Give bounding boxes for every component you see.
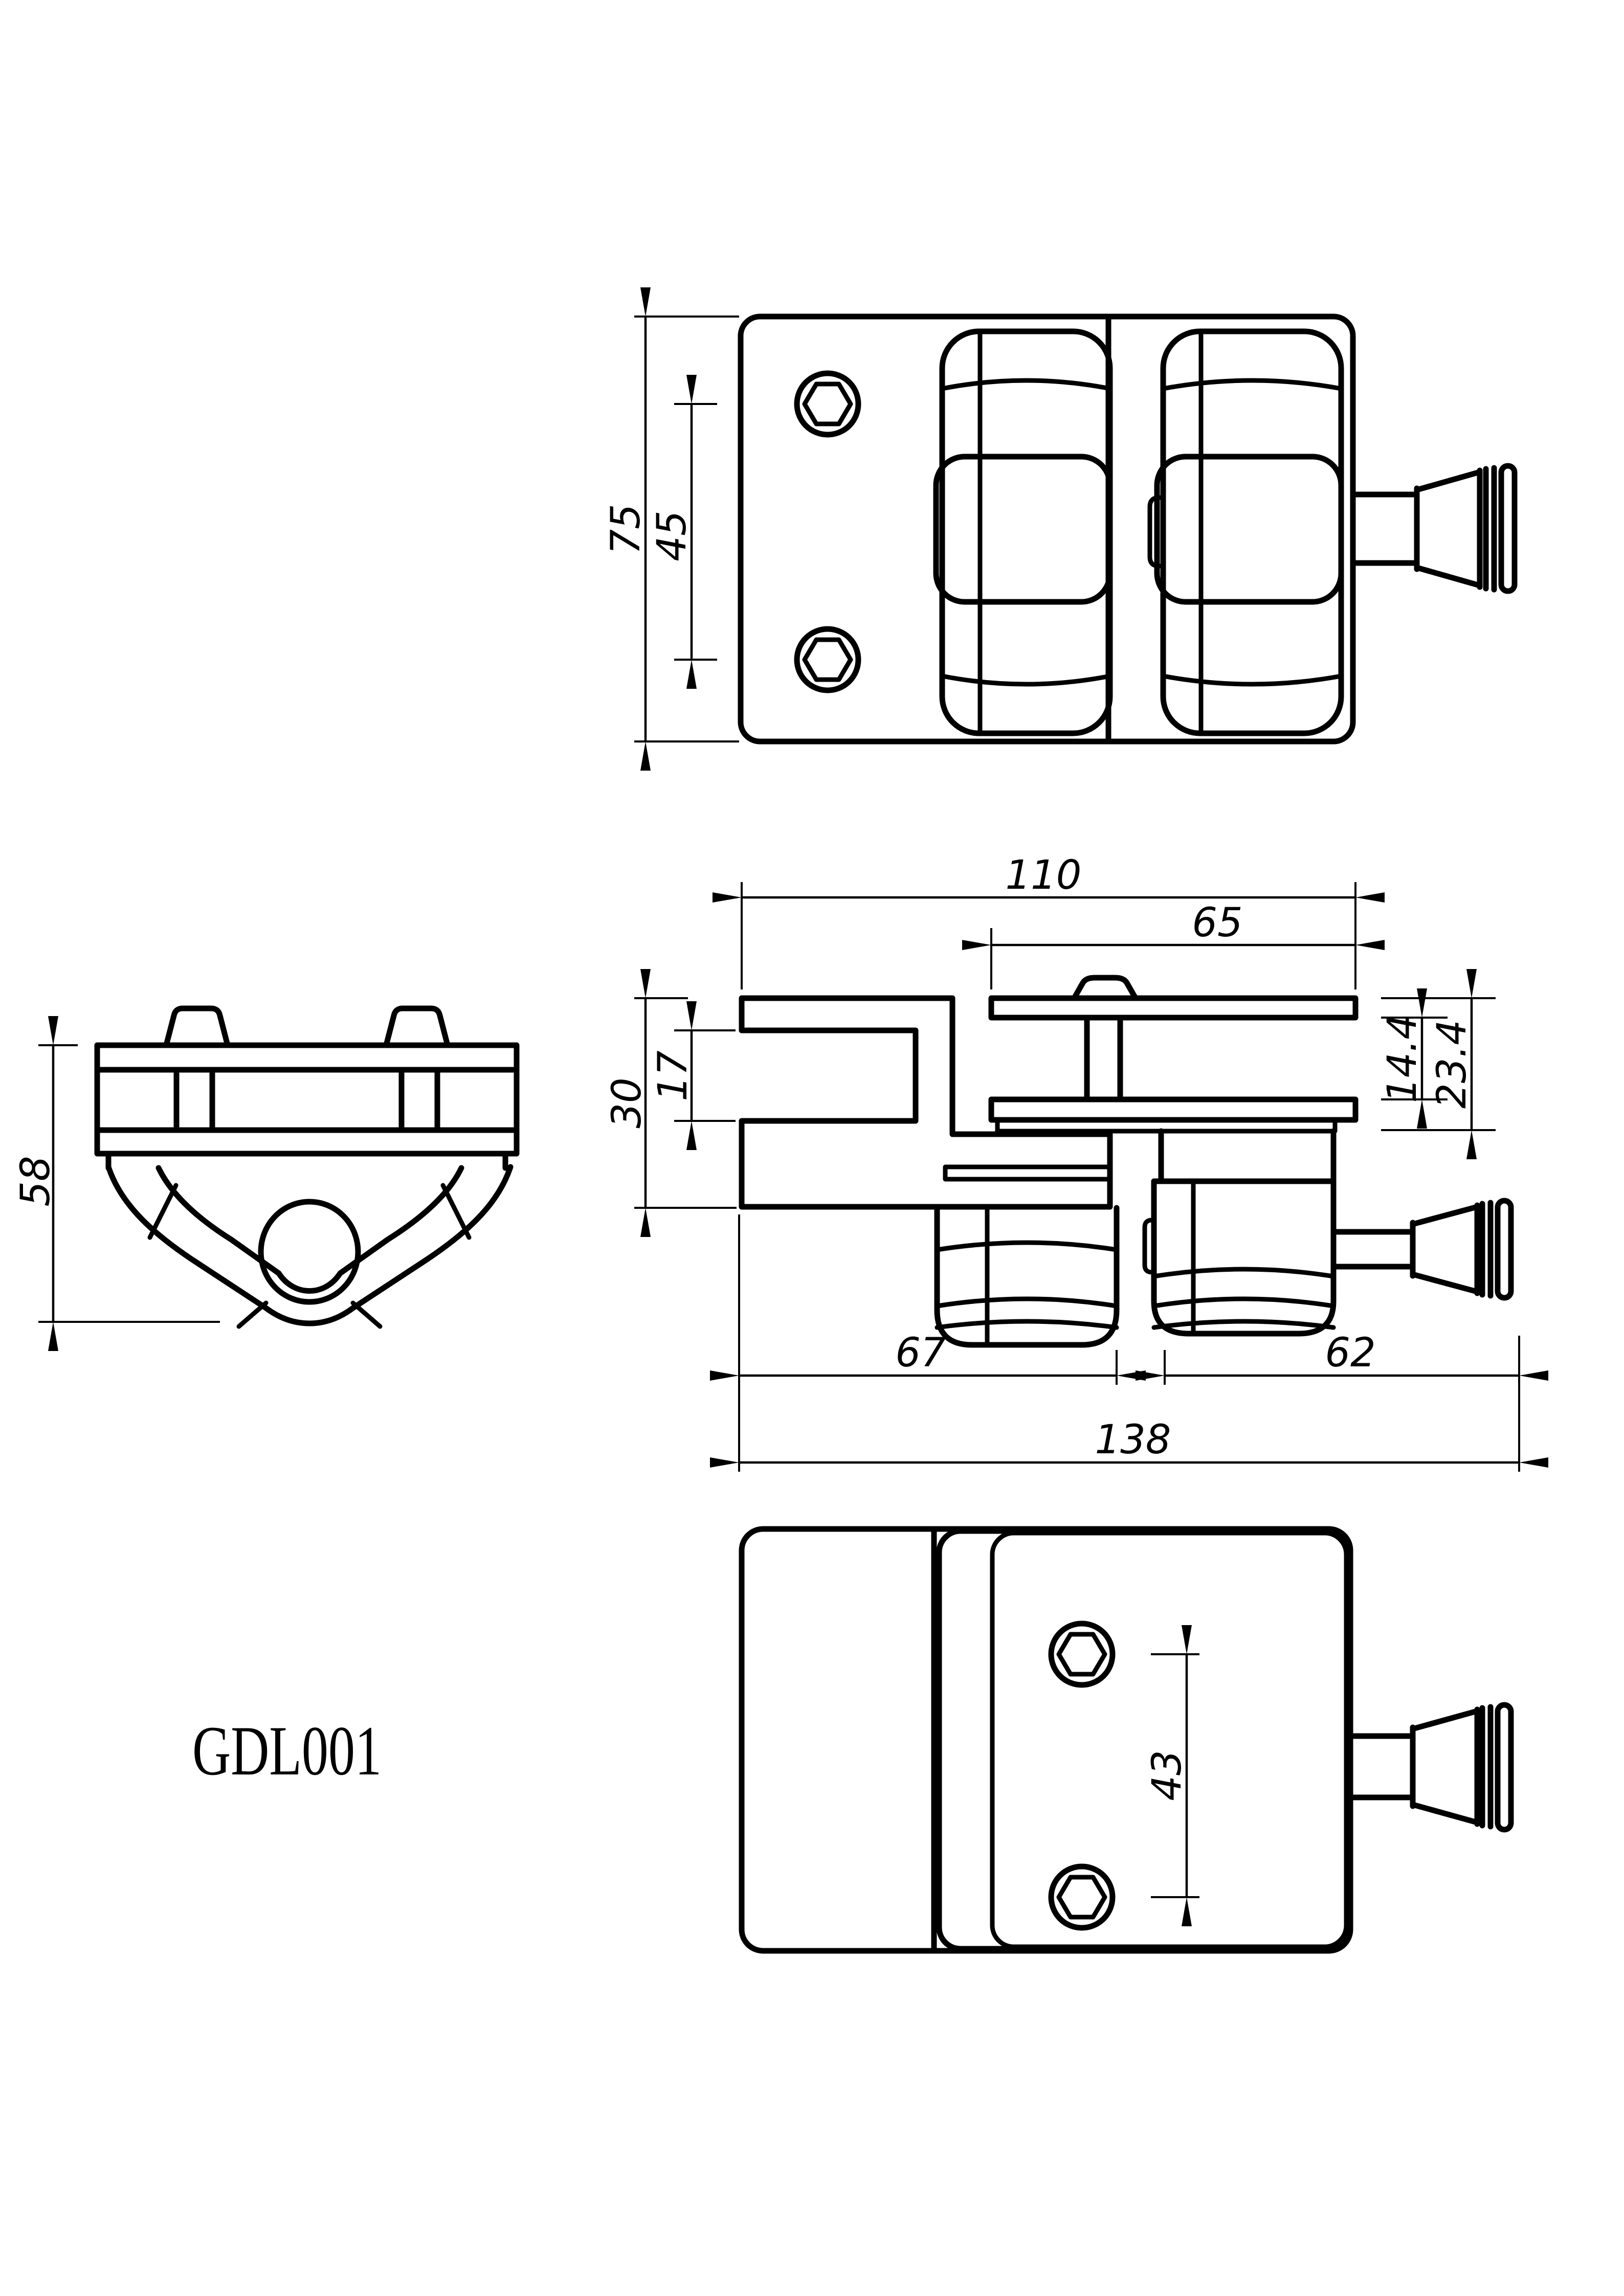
inner-plate-b: [990, 1530, 1349, 1949]
pad-outline: [1160, 328, 1344, 736]
pad-bulge: [933, 454, 1113, 605]
strap-outer-edge: [105, 1164, 514, 1326]
screw-ring: [794, 626, 861, 693]
dim-text: 58: [13, 1156, 59, 1206]
top-plate: [94, 1042, 520, 1073]
dim-text: 45: [649, 510, 695, 561]
pivot-pin: [1084, 1015, 1123, 1102]
knob-shaft-cone: [1330, 1200, 1494, 1299]
top-view: 75 45: [603, 287, 1518, 771]
v-strap: [105, 1164, 514, 1329]
dim-text: 14.4: [1380, 1014, 1426, 1103]
bottom-view: 43: [739, 1526, 1514, 1954]
lower-band: [94, 1127, 520, 1157]
top-view-knob: [1350, 463, 1518, 594]
dim-text: 17: [650, 1050, 696, 1101]
pivot-cap: [1071, 975, 1139, 1001]
dim-text: 138: [1095, 1417, 1171, 1463]
dim-text: 75: [603, 504, 649, 554]
dim-right-section-62: 62: [1136, 1330, 1548, 1381]
top-view-right-pad: [1147, 328, 1344, 736]
screw-hole-icon: [794, 626, 861, 693]
dim-text: 30: [604, 1077, 650, 1128]
screw-hole-icon: [794, 370, 861, 438]
glass-clamp-body: [739, 995, 1113, 1210]
latch-tongue: [943, 1164, 1113, 1182]
strap-bend-marks: [147, 1183, 472, 1329]
dim-text: 23.4: [1429, 1020, 1475, 1109]
knob-tip: [1495, 1702, 1514, 1833]
top-view-left-pad: [933, 328, 1113, 736]
front-view: 110 65 30 17 14.4 23.4: [604, 852, 1548, 1472]
dim-total-length-138: 138: [710, 1417, 1548, 1468]
hex-socket-icon: [1056, 1875, 1107, 1920]
dim-top-plate-65: 65: [962, 900, 1385, 989]
pad-bulge: [1154, 454, 1344, 605]
knob-shaft-cone: [1347, 1704, 1494, 1830]
dim-overall-height-75: 75: [603, 287, 739, 771]
pad-section-lines: [940, 378, 1113, 687]
latch-tab: [1147, 495, 1166, 569]
dim-plate-offset-14-4: 14.4: [1380, 988, 1448, 1129]
strap-inner-edge: [155, 1165, 464, 1294]
screw-hole-icon: [1048, 1863, 1116, 1931]
dim-screw-spacing-45: 45: [649, 375, 717, 689]
screw-ring: [1048, 1863, 1116, 1931]
extension-lines: [738, 1214, 1520, 1472]
dim-text: 65: [1192, 900, 1242, 946]
pad-section-lines: [935, 1240, 1119, 1330]
dim-lower-extensions: [738, 1214, 1520, 1472]
part-number-label: GDL001: [192, 1712, 382, 1790]
front-right-pad: [1142, 1178, 1337, 1337]
front-view-knob: [1330, 1198, 1514, 1301]
inner-plate-a: [936, 1528, 1351, 1952]
pad-section-lines: [1151, 1267, 1336, 1330]
top-view-body: [738, 313, 1356, 745]
latch-tab: [1142, 1218, 1156, 1275]
mid-section: [94, 1067, 520, 1133]
hex-socket-icon: [802, 637, 853, 682]
dim-text: 62: [1325, 1330, 1375, 1376]
side-view: 58: [13, 1005, 520, 1351]
dim-text: 110: [1006, 852, 1082, 898]
dim-clamp-gap-17: 17: [650, 1001, 736, 1150]
dim-plate-offset-23-4: 23.4: [1381, 969, 1496, 1159]
dim-text: 67: [895, 1330, 946, 1376]
top-lugs: [163, 1005, 451, 1048]
extension-lines: [38, 1044, 220, 1323]
pad-outline: [1151, 1178, 1337, 1337]
hex-socket-icon: [802, 381, 853, 426]
extension-lines: [1381, 1017, 1448, 1100]
knob-tip: [1498, 463, 1518, 594]
bottom-view-knob: [1347, 1702, 1514, 1833]
front-left-pad: [934, 1205, 1120, 1348]
dim-overall-height-58: 58: [13, 1016, 220, 1351]
knob-tip: [1495, 1198, 1514, 1301]
dim-left-section-67: 67: [710, 1330, 1146, 1381]
dim-text: 43: [1144, 1750, 1190, 1800]
screw-ring: [794, 370, 861, 438]
knob-shaft-cone: [1350, 465, 1497, 593]
bottom-view-body: [739, 1526, 1353, 1954]
extension-lines: [634, 316, 739, 742]
dim-clamp-height-30: 30: [604, 969, 737, 1237]
extension-lines: [674, 1029, 736, 1122]
latch-pin-end: [258, 1199, 361, 1305]
dim-overall-width-110: 110: [713, 852, 1385, 989]
screw-ring: [1048, 1620, 1116, 1688]
screw-hole-icon: [1048, 1620, 1116, 1688]
top-plate: [988, 995, 1359, 1021]
pad-outline: [939, 328, 1113, 736]
hex-socket-icon: [1056, 1632, 1107, 1677]
pad-section-lines: [1161, 378, 1344, 687]
dim-screw-spacing-43: 43: [1144, 1625, 1199, 1926]
mid-plate-lip: [995, 1117, 1338, 1134]
body-neck: [1158, 1128, 1337, 1184]
mid-plate: [988, 1096, 1359, 1123]
